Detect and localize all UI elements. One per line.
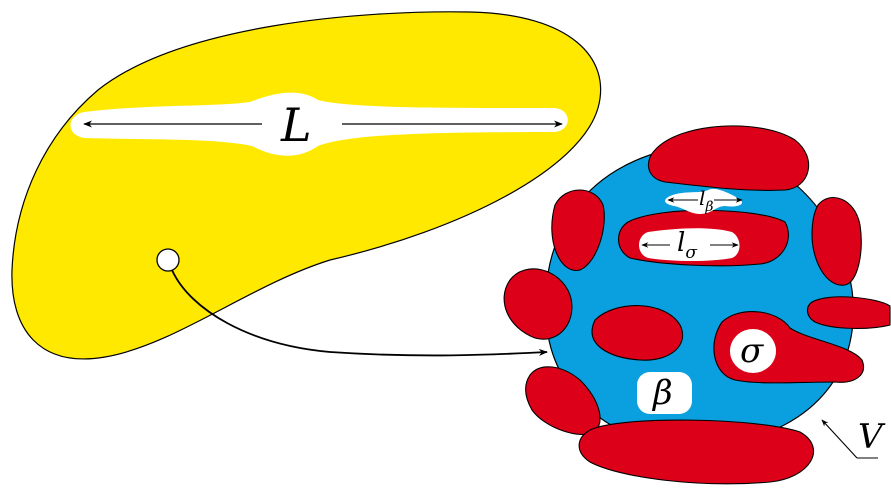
- l-beta-subscript: β: [704, 199, 713, 215]
- pore-beta: [637, 372, 692, 414]
- inclusion-left-middle: [503, 268, 573, 340]
- beta-label: β: [651, 373, 673, 413]
- zoom-arrow: [171, 269, 548, 357]
- pore-sigma: [730, 329, 776, 373]
- inclusion-right-middle: [806, 296, 891, 329]
- sigma-inclusions: [503, 125, 891, 485]
- macro-region: [11, 11, 602, 360]
- pore-l-sigma: [639, 228, 740, 261]
- material-point: [156, 248, 180, 272]
- volume-label: V: [858, 417, 886, 457]
- pore-l-beta: [665, 188, 743, 214]
- l-beta-label: lβ: [699, 186, 714, 215]
- l-sigma-base: l: [677, 228, 685, 258]
- inclusion-bottom: [578, 419, 815, 485]
- inclusion-upper-left: [551, 189, 605, 271]
- inclusion-right-top: [811, 196, 862, 286]
- sigma-label: σ: [740, 331, 764, 371]
- l-sigma-label: lσ: [677, 228, 697, 263]
- inclusion-center: [591, 305, 683, 361]
- l-beta-base: l: [699, 186, 705, 210]
- volume-leader-arrow: [821, 419, 858, 459]
- macro-length-band: [70, 92, 568, 156]
- l-sigma-subscript: σ: [685, 243, 697, 263]
- inclusion-top: [647, 125, 810, 191]
- macro-length-label: L: [280, 98, 312, 152]
